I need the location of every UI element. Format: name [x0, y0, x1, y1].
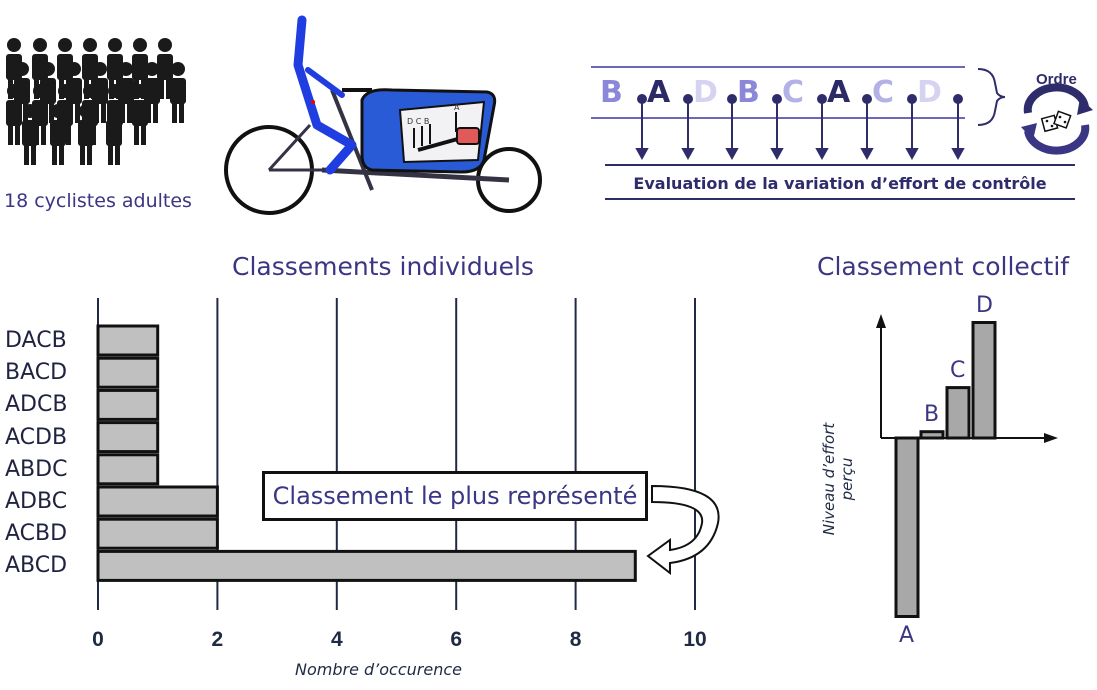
- bar-ACBD: [96, 517, 219, 550]
- crowd-icon: [6, 38, 186, 165]
- sequence-letter: C: [782, 75, 805, 110]
- bar-A: [894, 436, 920, 618]
- category-label: B: [924, 401, 940, 427]
- sequence-letter: A: [647, 75, 671, 110]
- bar-ACDB: [96, 421, 160, 454]
- x-tick-label: 8: [569, 628, 582, 651]
- bar-DACB: [96, 324, 160, 357]
- bar-BACD: [96, 356, 160, 389]
- callout-arrow-icon: [646, 484, 720, 576]
- x-tick-label: 6: [450, 628, 463, 651]
- bar-ADBC: [96, 485, 219, 518]
- x-tick-label: 0: [92, 628, 104, 651]
- category-label: ABCD: [5, 553, 68, 579]
- evaluation-label: Evaluation de la variation d’effort de c…: [633, 174, 1047, 193]
- category-label: ADCB: [5, 392, 68, 418]
- order-label: Ordre: [1036, 71, 1077, 88]
- category-label: ACDB: [5, 424, 68, 450]
- sequence-panel: [591, 66, 1093, 200]
- category-label: ACBD: [5, 521, 68, 547]
- most-represented-callout: Classement le plus représenté: [262, 471, 648, 521]
- random-order-icon: [1021, 83, 1093, 155]
- category-label: BACD: [5, 360, 68, 386]
- category-label: C: [950, 357, 966, 383]
- category-label: ABDC: [5, 456, 68, 482]
- x-tick-label: 10: [683, 628, 707, 651]
- sequence-letter: A: [827, 75, 851, 110]
- sequence-letter: B: [600, 75, 623, 110]
- sequence-letter: D: [917, 75, 942, 110]
- svg-text:A: A: [454, 103, 460, 112]
- participants-label: 18 cyclistes adultes: [4, 190, 192, 212]
- category-label: D: [976, 292, 993, 318]
- bar-B: [919, 430, 945, 440]
- bar-D: [971, 321, 997, 440]
- sequence-letter: B: [737, 75, 760, 110]
- chart-individual-title: Classements individuels: [232, 252, 534, 281]
- chart-collective-title: Classement collectif: [817, 252, 1070, 281]
- category-label: DACB: [5, 328, 67, 353]
- sequence-letter: D: [693, 75, 718, 110]
- sequence-letter: C: [872, 75, 895, 110]
- chart-individual-xlabel: Nombre d’occurence: [295, 660, 462, 679]
- cargo-bike-icon: D C B A: [224, 15, 542, 215]
- category-label: ADBC: [5, 489, 68, 514]
- category-label: A: [899, 622, 915, 648]
- x-tick-label: 4: [330, 628, 343, 651]
- bar-ABDC: [96, 453, 160, 486]
- svg-text:D C B: D C B: [407, 117, 429, 126]
- bar-ABCD: [96, 549, 637, 582]
- bar-ADCB: [96, 388, 160, 421]
- bar-C: [945, 386, 971, 440]
- x-tick-label: 2: [211, 628, 224, 651]
